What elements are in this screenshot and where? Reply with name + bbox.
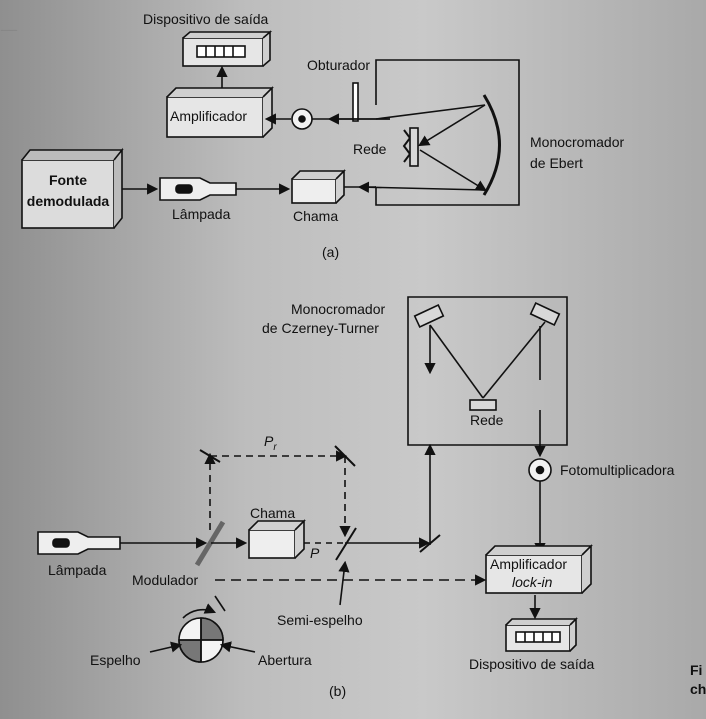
lamp-label-b: Lâmpada (48, 562, 107, 578)
amplifier-label-a: Amplificador (170, 108, 248, 124)
amplifier-label-b-1: Amplificador (490, 556, 568, 572)
grating-label-b: Rede (470, 412, 504, 428)
amplifier-label-b-2: lock-in (512, 574, 553, 590)
caption-b: (b) (329, 683, 347, 699)
photomultiplier-label: Fotomultiplicadora (560, 462, 675, 478)
monochromator-label-a-1: Monocromador (530, 134, 625, 150)
margin-text-ch: ch (690, 681, 706, 697)
flame-label-b: Chama (250, 505, 296, 521)
background-text: — (0, 19, 18, 40)
amplifier-a (166, 86, 274, 138)
caption-a: (a) (322, 244, 340, 260)
amplifier-lockin-b (485, 544, 593, 594)
output-device-b (505, 617, 578, 652)
mirror-label: Espelho (90, 652, 141, 668)
source-label-1: Fonte (48, 172, 88, 188)
aperture-label: Abertura (258, 652, 312, 668)
monochromator-label-b-2: de Czerney-Turner (262, 320, 379, 336)
output-device-label-b: Dispositivo de saída (469, 656, 595, 672)
monochromator-label-a-2: de Ebert (530, 155, 583, 171)
flame-b (248, 519, 306, 559)
lamp-label-a: Lâmpada (172, 206, 231, 222)
pr-label: Pr (264, 433, 277, 453)
lamp-a (159, 177, 237, 201)
output-device-a (182, 30, 273, 67)
shutter-label: Obturador (307, 57, 371, 73)
grating-label-a: Rede (353, 141, 387, 157)
source-label-2: demodulada (26, 193, 110, 209)
modulator-label: Modulador (132, 572, 199, 588)
flame-a (291, 169, 346, 204)
p-label: P (310, 545, 320, 561)
monochromator-label-b-1: Monocromador (291, 301, 386, 317)
output-device-label-a: Dispositivo de saída (143, 11, 269, 27)
modulator-wheel (178, 603, 224, 663)
margin-text-fi: Fi (690, 662, 703, 678)
pr-subscript: r (273, 441, 277, 453)
lamp-b (37, 531, 121, 555)
flame-label-a: Chama (293, 208, 339, 224)
source-box-a (21, 147, 124, 229)
semi-mirror-label: Semi-espelho (277, 612, 363, 628)
